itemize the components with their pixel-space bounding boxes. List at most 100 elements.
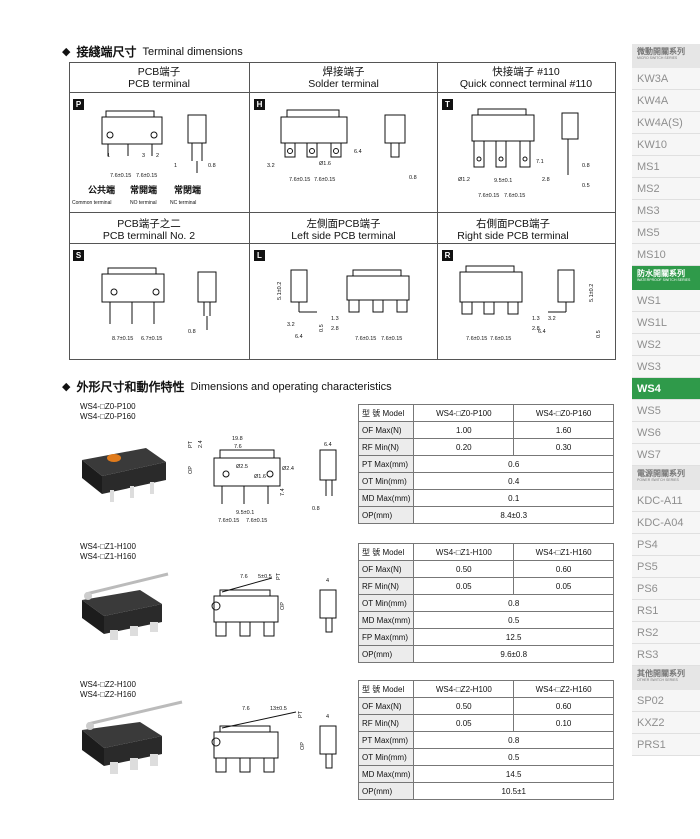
dim-label: 0.8 <box>409 175 417 181</box>
table-cell: 0.50 <box>413 560 515 578</box>
dim-label: 6.4 <box>324 442 332 448</box>
table-cell: 0.05 <box>413 714 515 732</box>
sidebar-item-ws7[interactable]: WS7 <box>632 444 700 466</box>
table-row: OT Min(mm)0.5 <box>357 748 614 766</box>
dim-label: 9.5±0.1 <box>494 178 512 184</box>
table-cell: 0.05 <box>513 577 614 595</box>
dim-label: OP <box>300 742 306 750</box>
pin-label: 3 <box>142 153 145 159</box>
sidebar-item-ms1[interactable]: MS1 <box>632 156 700 178</box>
badge-r: R <box>442 250 453 261</box>
sidebar-item-ps6[interactable]: PS6 <box>632 578 700 600</box>
dim-label: 0.5 <box>582 183 590 189</box>
table-row: OT Min(mm)0.4 <box>357 472 614 490</box>
model-name: WS4-□Z2-H160 <box>80 690 136 699</box>
model-name: WS4-□Z0-P100 <box>80 402 136 411</box>
dim-label: 0.8 <box>208 163 216 169</box>
table-cell: 0.8 <box>413 731 614 749</box>
table-header: 型 號 Model <box>357 543 415 561</box>
table-cell: 1.60 <box>513 421 614 439</box>
table-header: WS4-□Z2-H160 <box>513 680 614 698</box>
sidebar-item-ps4[interactable]: PS4 <box>632 534 700 556</box>
dim-label: 7.6±0.15 <box>136 173 157 179</box>
table-cell: 0.60 <box>513 697 614 715</box>
dim-label: 7.6±0.15 <box>218 518 239 524</box>
group-subtitle: OTHER SWITCH SERIES <box>637 678 678 682</box>
terminal-header-left: 左側面PCB端子 Left side PCB terminal <box>250 218 437 248</box>
table-header: WS4-□Z1-H100 <box>413 543 515 561</box>
sidebar-item-sp02[interactable]: SP02 <box>632 690 700 712</box>
table-header: WS4-□Z1-H160 <box>513 543 614 561</box>
terminal-header-zh: 焊接端子 <box>322 66 365 78</box>
sidebar-item-rs2[interactable]: RS2 <box>632 622 700 644</box>
table-cell: 0.50 <box>413 697 515 715</box>
terminal-header-pcb: PCB端子 PCB terminal <box>69 66 249 96</box>
sidebar-item-ws1[interactable]: WS1 <box>632 290 700 312</box>
sidebar-item-ws2[interactable]: WS2 <box>632 334 700 356</box>
sidebar-item-ms3[interactable]: MS3 <box>632 200 700 222</box>
table-cell: 12.5 <box>413 628 614 646</box>
sidebar-item-ms10[interactable]: MS10 <box>632 244 700 266</box>
sidebar-item-ws5[interactable]: WS5 <box>632 400 700 422</box>
sidebar-item-kw3a[interactable]: KW3A <box>632 68 700 90</box>
diamond-icon: ◆ <box>62 381 71 393</box>
sidebar-item-ws4[interactable]: WS4 <box>632 378 700 400</box>
table-row: PT Max(mm)0.6 <box>357 455 614 473</box>
dim-label: 8.7±0.15 <box>112 336 133 342</box>
pin-label: 1 <box>174 163 177 169</box>
dim-label: 5.1±0.2 <box>589 284 595 302</box>
diamond-icon: ◆ <box>62 46 71 58</box>
sidebar-item-kw4as[interactable]: KW4A(S) <box>632 112 700 134</box>
sidebar-item-rs3[interactable]: RS3 <box>632 644 700 666</box>
sidebar-item-kw10[interactable]: KW10 <box>632 134 700 156</box>
pin-label: 1 <box>107 153 110 159</box>
dim-label: OP <box>280 602 286 610</box>
terminal-header-en: Left side PCB terminal <box>291 230 396 242</box>
sidebar-item-ms5[interactable]: MS5 <box>632 222 700 244</box>
dim-label: 3.2 <box>548 316 556 322</box>
sidebar-item-kdc-a04[interactable]: KDC-A04 <box>632 512 700 534</box>
badge-p: P <box>73 99 84 110</box>
dim-label: 1.3 <box>331 316 339 322</box>
terminal-header-zh: 左側面PCB端子 <box>306 218 381 230</box>
sidebar-item-prs1[interactable]: PRS1 <box>632 734 700 756</box>
common-terminal-zh: 公共端 <box>88 184 115 195</box>
table-row: MD Max(mm)0.1 <box>357 489 614 507</box>
table-cell: MD Max(mm) <box>357 765 415 783</box>
dim-label: 7.6±0.15 <box>246 518 267 524</box>
sidebar-item-rs1[interactable]: RS1 <box>632 600 700 622</box>
table-cell: 0.10 <box>513 714 614 732</box>
divider <box>69 243 615 244</box>
dim-label: 7.6 <box>240 574 248 580</box>
dim-label: 0.8 <box>188 329 196 335</box>
sidebar-item-ws3[interactable]: WS3 <box>632 356 700 378</box>
group-title: 電源開關系列 <box>637 469 685 478</box>
table-row: OP(mm)10.5±1 <box>357 782 614 800</box>
sidebar-item-ps5[interactable]: PS5 <box>632 556 700 578</box>
table-cell: 0.30 <box>513 438 614 456</box>
sidebar-item-kw4a[interactable]: KW4A <box>632 90 700 112</box>
nc-terminal-en: NC terminal <box>170 200 196 206</box>
sidebar-item-ws6[interactable]: WS6 <box>632 422 700 444</box>
group-subtitle: MICRO SWITCH SERIES <box>637 56 678 60</box>
product-models: WS4-□Z0-P100 WS4-□Z0-P160 <box>80 402 136 422</box>
divider <box>69 212 615 213</box>
pcb-terminal-drawing: 1 3 2 1 7.6±0.15 7.6±0.15 0.8 公共端 常開端 常閉… <box>72 110 216 206</box>
table-cell: OT Min(mm) <box>357 748 415 766</box>
dim-label: 13±0.5 <box>270 706 287 712</box>
dim-label: 19.8 <box>232 436 243 442</box>
sidebar-item-ms2[interactable]: MS2 <box>632 178 700 200</box>
table-row: PT Max(mm)0.8 <box>357 731 614 749</box>
sidebar-item-ws1l[interactable]: WS1L <box>632 312 700 334</box>
spec-table-2: 型 號 Model WS4-□Z1-H100 WS4-□Z1-H160 OF M… <box>357 543 614 663</box>
dim-label: 7.6±0.15 <box>478 193 499 199</box>
dim-label: 6.7±0.15 <box>141 336 162 342</box>
terminal-header-en: PCB terminal <box>128 78 190 90</box>
terminal-header-en: Solder terminal <box>308 78 379 90</box>
sidebar-item-kxz2[interactable]: KXZ2 <box>632 712 700 734</box>
sidebar-item-kdc-a11[interactable]: KDC-A11 <box>632 490 700 512</box>
table-cell: FP Max(mm) <box>357 628 415 646</box>
table-cell: OF Max(N) <box>357 697 415 715</box>
